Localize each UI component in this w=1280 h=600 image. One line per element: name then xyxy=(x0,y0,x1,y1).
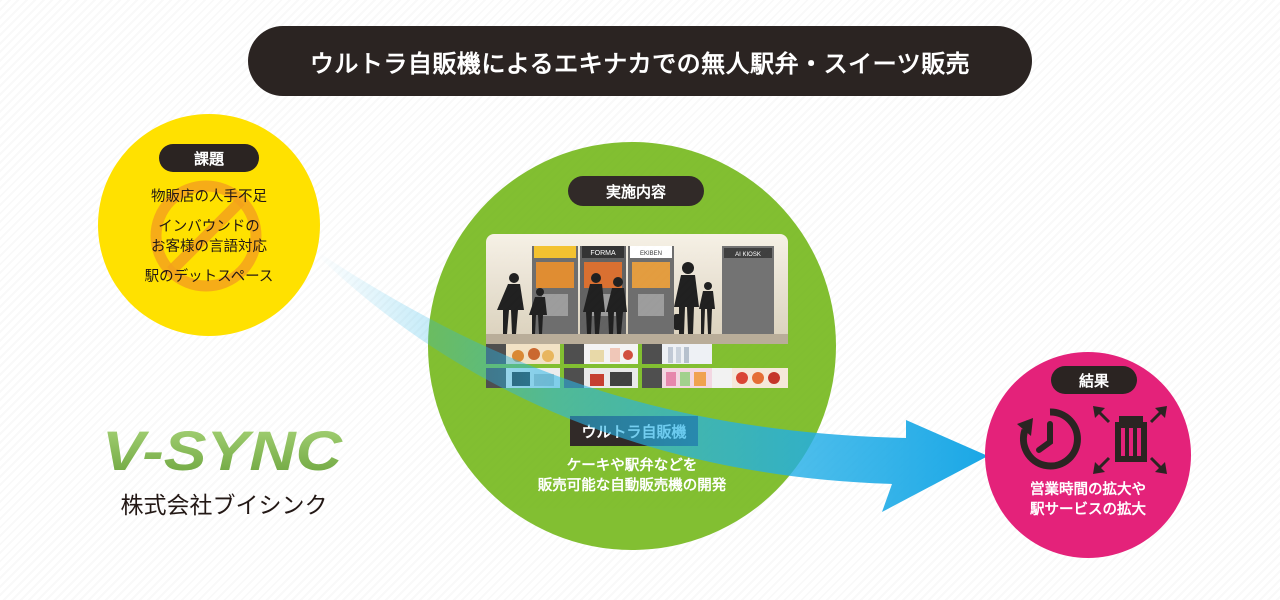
measure-title: 実施内容 xyxy=(568,176,704,206)
building-expand-icon xyxy=(1093,406,1167,474)
issue-item: お客様の言語対応 xyxy=(151,239,267,255)
issue-title: 課題 xyxy=(159,144,259,172)
kiosk-sign-ai: AI KIOSK xyxy=(735,252,761,258)
machine-label: ウルトラ自販機 xyxy=(570,416,698,446)
kiosk-photo: FORMA EKIBEN AI KIOSK xyxy=(486,234,788,344)
measure-description: ケーキや駅弁などを xyxy=(566,458,698,474)
issue-item: 物販店の人手不足 xyxy=(151,189,267,205)
product-thumbnails xyxy=(486,344,788,388)
clock-icon xyxy=(1017,408,1081,470)
result-title: 結果 xyxy=(1051,366,1137,394)
measure-description: 販売可能な自動販売機の開発 xyxy=(537,478,727,494)
result-circle: 結果 営業時間の拡大や 駅サービスの拡大 xyxy=(985,352,1191,558)
issue-circle: 課題 物販店の人手不足 インバウンドの お客様の言語対応 駅のデットスペース xyxy=(98,114,320,336)
kiosk-sign-forma: FORMA xyxy=(590,250,616,257)
result-description: 営業時間の拡大や xyxy=(1030,482,1146,498)
prohibited-icon xyxy=(150,180,262,292)
issue-item: 駅のデットスペース xyxy=(144,269,274,285)
result-description: 駅サービスの拡大 xyxy=(1030,502,1146,518)
logo-mark: V-SYNC xyxy=(102,422,344,478)
issue-item: インバウンドの xyxy=(158,219,260,235)
v-sync-logo: V-SYNC xyxy=(102,422,344,478)
measure-circle: 実施内容 FORMA EKIBEN AI KIOSK xyxy=(428,142,836,550)
header-banner: ウルトラ自販機によるエキナカでの無人駅弁・スイーツ販売 xyxy=(248,26,1032,96)
kiosk-sign-ekiben: EKIBEN xyxy=(640,251,662,257)
company-name: 株式会社ブイシンク xyxy=(120,493,328,519)
